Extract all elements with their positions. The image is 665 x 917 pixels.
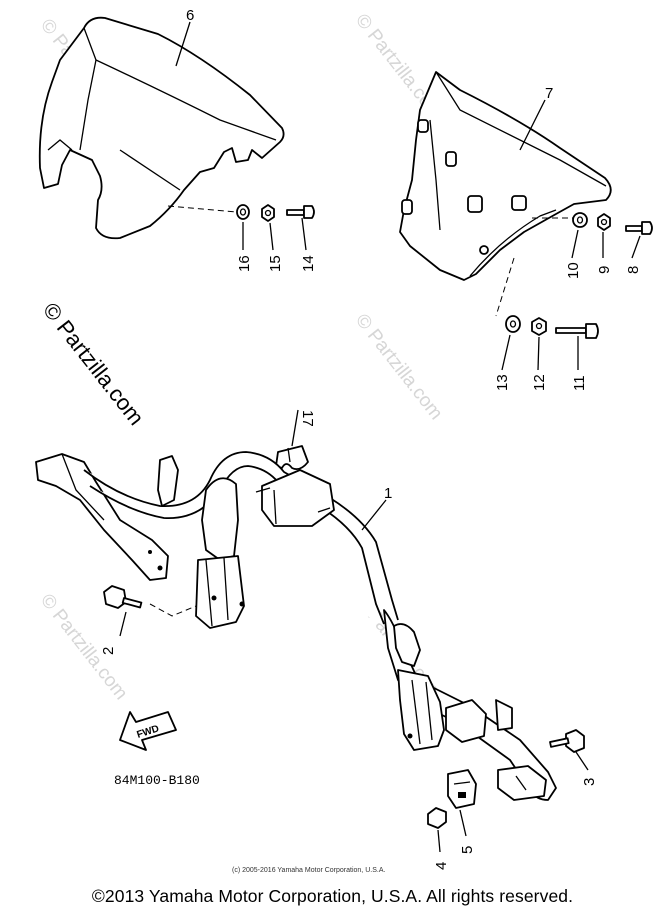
callout-2: 2 [100,647,117,655]
reference-code: 84M100-B180 [114,773,200,788]
callout-10: 10 [565,262,582,279]
part-4-nut [427,807,447,829]
callout-16: 16 [236,255,253,272]
part-1-frame [35,451,557,801]
callouts: 6 7 1 2 3 4 5 16 15 14 10 9 8 13 12 11 1… [100,7,642,870]
callout-3: 3 [581,778,598,786]
callout-6: 6 [186,7,194,24]
callout-11: 11 [571,375,588,391]
part-6-cover [38,16,285,240]
callout-1: 1 [384,485,392,502]
copyright-footer: ©2013 Yamaha Motor Corporation, U.S.A. A… [91,886,574,906]
small-credit: (c) 2005-2016 Yamaha Motor Corporation, … [232,867,385,874]
callout-9: 9 [596,266,613,274]
leader-lines [119,21,641,853]
fasteners-cover-6 [236,204,315,222]
callout-7: 7 [545,85,553,102]
callout-17: 17 [299,410,316,427]
fasteners-cover-7-upper [572,212,653,235]
part-5-collar [447,769,477,809]
callout-5: 5 [459,846,476,854]
callout-15: 15 [267,255,284,272]
callout-8: 8 [625,266,642,274]
callout-14: 14 [300,255,317,272]
fasteners-cover-7-lower [505,315,599,339]
fwd-arrow-icon: FWD [119,711,177,751]
callout-13: 13 [494,374,511,391]
part-17-clamp [275,445,309,471]
callout-12: 12 [531,374,548,391]
part-3-bolt [549,729,585,753]
watermark: © Partzilla.com [351,310,446,424]
part-7-side-cover [399,71,612,317]
callout-4: 4 [433,862,450,870]
watermark-dark: © Partzilla.com [38,298,149,430]
part-2-bolt [103,585,143,609]
